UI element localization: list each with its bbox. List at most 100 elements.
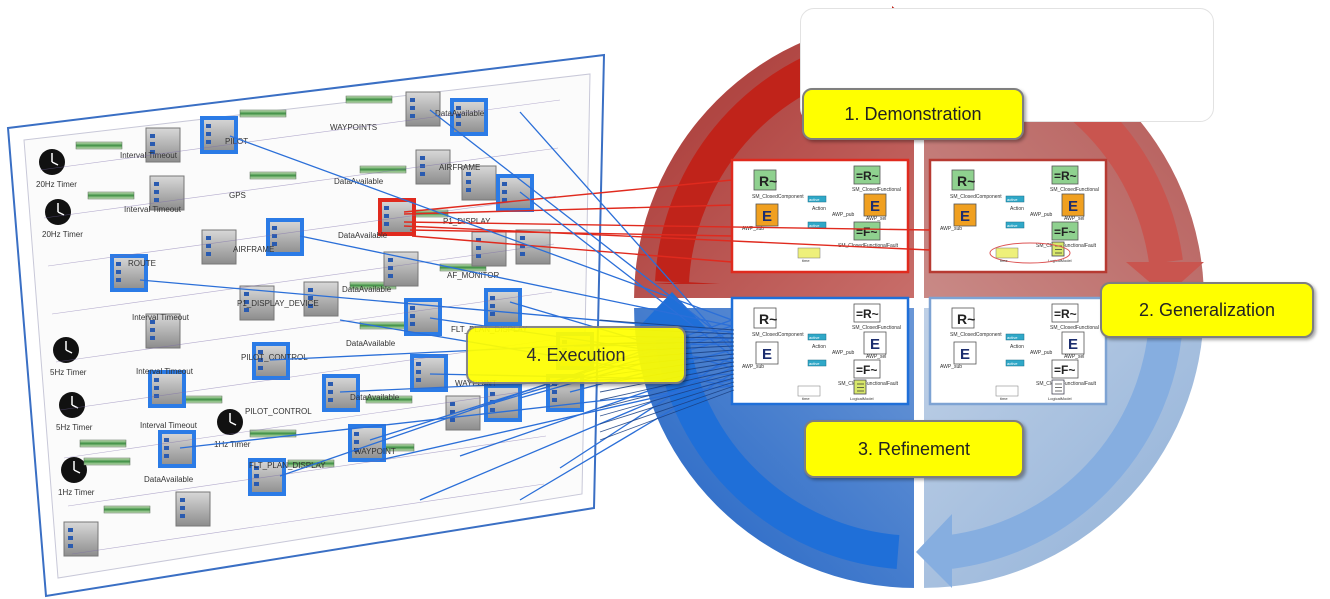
component-rule-label: SM_ClosedComponent	[950, 332, 1002, 338]
action-button-label: active	[809, 223, 820, 228]
component-label: PILOT_CONTROL	[241, 353, 308, 362]
functional-rule-icon	[1051, 303, 1079, 323]
execution-mapping-line	[519, 111, 733, 351]
functional-rule-glyph: =R~	[1054, 169, 1077, 183]
functional-fault-label: SM_ClosedFunctionalFault	[1036, 243, 1097, 249]
sub-label: AWP_sub	[742, 226, 764, 232]
timer-label: 5Hz Timer	[56, 423, 93, 432]
action-button-label: active	[1007, 335, 1018, 340]
sel-label: AWP_sel	[1064, 216, 1084, 222]
timer-bar	[79, 439, 127, 448]
component-rule-icon	[753, 307, 777, 329]
component-rule-icon	[753, 169, 777, 191]
log-label: LogicalModel	[850, 396, 874, 401]
event-icon	[1061, 193, 1085, 217]
event-icon	[863, 193, 887, 217]
generalized-highlight	[989, 242, 1071, 264]
execution-mapping-line	[429, 109, 733, 345]
action-button-label: active	[1007, 197, 1018, 202]
component-rule-glyph: R~	[759, 173, 777, 189]
wire	[55, 291, 553, 363]
functional-rule-icon	[1051, 165, 1079, 185]
demonstration-mapping-line	[403, 179, 733, 213]
functional-rule-label: SM_ClosedFunctional	[1050, 325, 1099, 331]
functional-fault-label: SM_ClosedFunctionalFault	[1036, 381, 1097, 387]
component-rule-icon	[951, 169, 975, 191]
functional-rule-icon	[853, 303, 881, 323]
action-button	[1005, 333, 1025, 341]
component-label: DataAvailable	[346, 339, 396, 348]
functional-rule-icon	[853, 165, 881, 185]
generalization-arrowhead	[1126, 262, 1204, 296]
timer-bar	[103, 505, 151, 514]
component-label: P1_DISPLAY	[443, 217, 491, 226]
function-glyph: =F~	[856, 225, 877, 239]
demonstration-label: 1. Demonstration	[802, 88, 1024, 140]
timer-icon: 1Hz Timer	[58, 457, 95, 497]
action-label: Action	[1010, 206, 1024, 212]
timer-label: 20Hz Timer	[42, 230, 83, 239]
component-rule-glyph: R~	[957, 311, 975, 327]
wire	[67, 435, 547, 507]
function-glyph: =F~	[1054, 363, 1075, 377]
component-block	[471, 231, 507, 267]
component-label: DataAvailable	[350, 393, 400, 402]
refinement-rule-panel: R~SM_ClosedComponentEAWP_subactiveAction…	[928, 296, 1108, 406]
event-icon	[755, 203, 779, 227]
time-label: time	[1000, 396, 1008, 401]
timer-bar	[83, 457, 131, 466]
component-block	[145, 313, 181, 349]
action-button	[1005, 221, 1025, 229]
time-label: time	[802, 258, 810, 263]
pub-label: AWP_pub	[1030, 350, 1053, 356]
component-rule-label: SM_ClosedComponent	[950, 194, 1002, 200]
component-label: Interval Timeout	[136, 367, 194, 376]
generalization-label: 2. Generalization	[1100, 282, 1314, 338]
log-block	[853, 379, 867, 395]
event-glyph: E	[960, 346, 970, 363]
wire	[43, 147, 559, 219]
function-icon	[853, 359, 881, 379]
event-glyph: E	[1068, 198, 1078, 215]
timer-icon: 1Hz Timer	[214, 409, 251, 449]
wire	[63, 387, 549, 459]
component-block	[266, 218, 304, 256]
time-block	[995, 385, 1019, 397]
event-icon	[953, 203, 977, 227]
function-glyph: =F~	[856, 363, 877, 377]
action-button-label: active	[809, 361, 820, 366]
component-label: Interval Timeout	[140, 421, 198, 430]
functional-fault-label: SM_ClosedFunctionalFault	[838, 243, 899, 249]
function-icon	[853, 221, 881, 241]
component-label: PILOT	[225, 137, 248, 146]
component-label: DataAvailable	[334, 177, 384, 186]
execution-mapping-line	[139, 279, 733, 333]
log-block	[1051, 379, 1065, 395]
component-label: AIRFRAME	[439, 163, 480, 172]
execution-mapping-line	[179, 385, 733, 449]
event-glyph: E	[1068, 336, 1078, 353]
sel-label: AWP_sel	[866, 216, 886, 222]
component-label: AF_MONITOR	[447, 271, 500, 280]
component-block	[348, 424, 386, 462]
generalization-rule-panel: R~SM_ClosedComponentEAWP_subactiveAction…	[928, 158, 1108, 274]
functional-fault-label: SM_ClosedFunctionalFault	[838, 381, 899, 387]
action-button-label: active	[1007, 223, 1018, 228]
action-button	[807, 195, 827, 203]
time-block	[995, 247, 1019, 259]
pub-label: AWP_pub	[1030, 212, 1053, 218]
component-label: GPS	[229, 191, 246, 200]
refinement-label: 3. Refinement	[804, 420, 1024, 478]
functional-rule-glyph: =R~	[856, 169, 879, 183]
component-rule-label: SM_ClosedComponent	[752, 194, 804, 200]
time-label: time	[802, 396, 810, 401]
timer-bar	[87, 191, 135, 200]
component-block	[248, 458, 286, 496]
component-block	[450, 98, 488, 136]
event-icon	[953, 341, 977, 365]
component-rule-icon	[951, 307, 975, 329]
timer-icon: 5Hz Timer	[56, 392, 93, 432]
execution-mapping-line	[419, 367, 733, 501]
log-block	[1051, 241, 1065, 257]
sub-label: AWP_sub	[742, 364, 764, 370]
